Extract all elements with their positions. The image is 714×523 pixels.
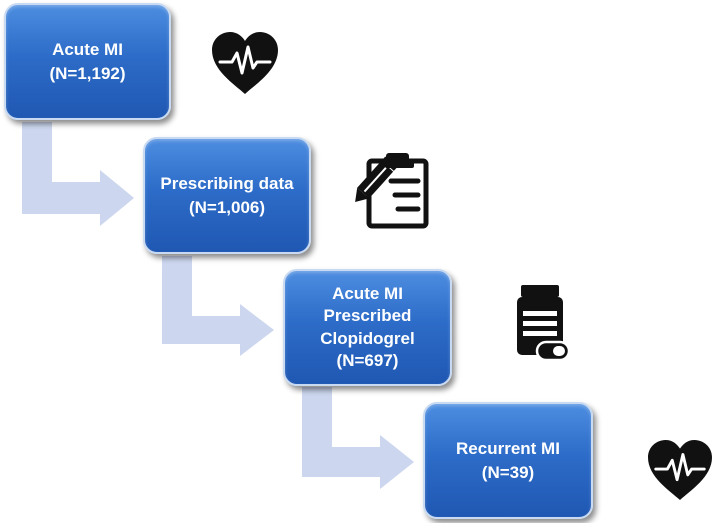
step-title: Prescribing data <box>160 174 294 194</box>
step-count: (N=1,006) <box>188 197 266 217</box>
step-title-line: Acute MI <box>332 284 403 304</box>
step-prescribing-data: Prescribing data (N=1,006) <box>143 137 311 254</box>
clipboard-pen-icon <box>355 153 429 229</box>
heart-pulse-icon <box>212 32 278 94</box>
pill-bottle-icon <box>517 285 571 362</box>
heart-pulse-icon <box>648 439 712 501</box>
arrow-2 <box>162 256 274 356</box>
step-count: (N=1,192) <box>49 63 126 83</box>
step-recurrent-mi: Recurrent MI (N=39) <box>423 402 593 519</box>
step-title-line: Prescribed <box>323 306 412 326</box>
arrow-3 <box>302 387 414 489</box>
step-title: Acute MI <box>52 40 123 60</box>
arrow-1 <box>22 122 134 226</box>
step-title: Recurrent MI <box>456 439 560 459</box>
step-title-line: Clopidogrel <box>320 328 415 348</box>
step-acute-mi: Acute MI (N=1,192) <box>4 3 171 120</box>
step-count: (N=39) <box>481 462 535 482</box>
step-count: (N=697) <box>336 350 399 370</box>
step-acute-mi-prescribed-clopidogrel: Acute MI Prescribed Clopidogrel (N=697) <box>283 269 452 386</box>
